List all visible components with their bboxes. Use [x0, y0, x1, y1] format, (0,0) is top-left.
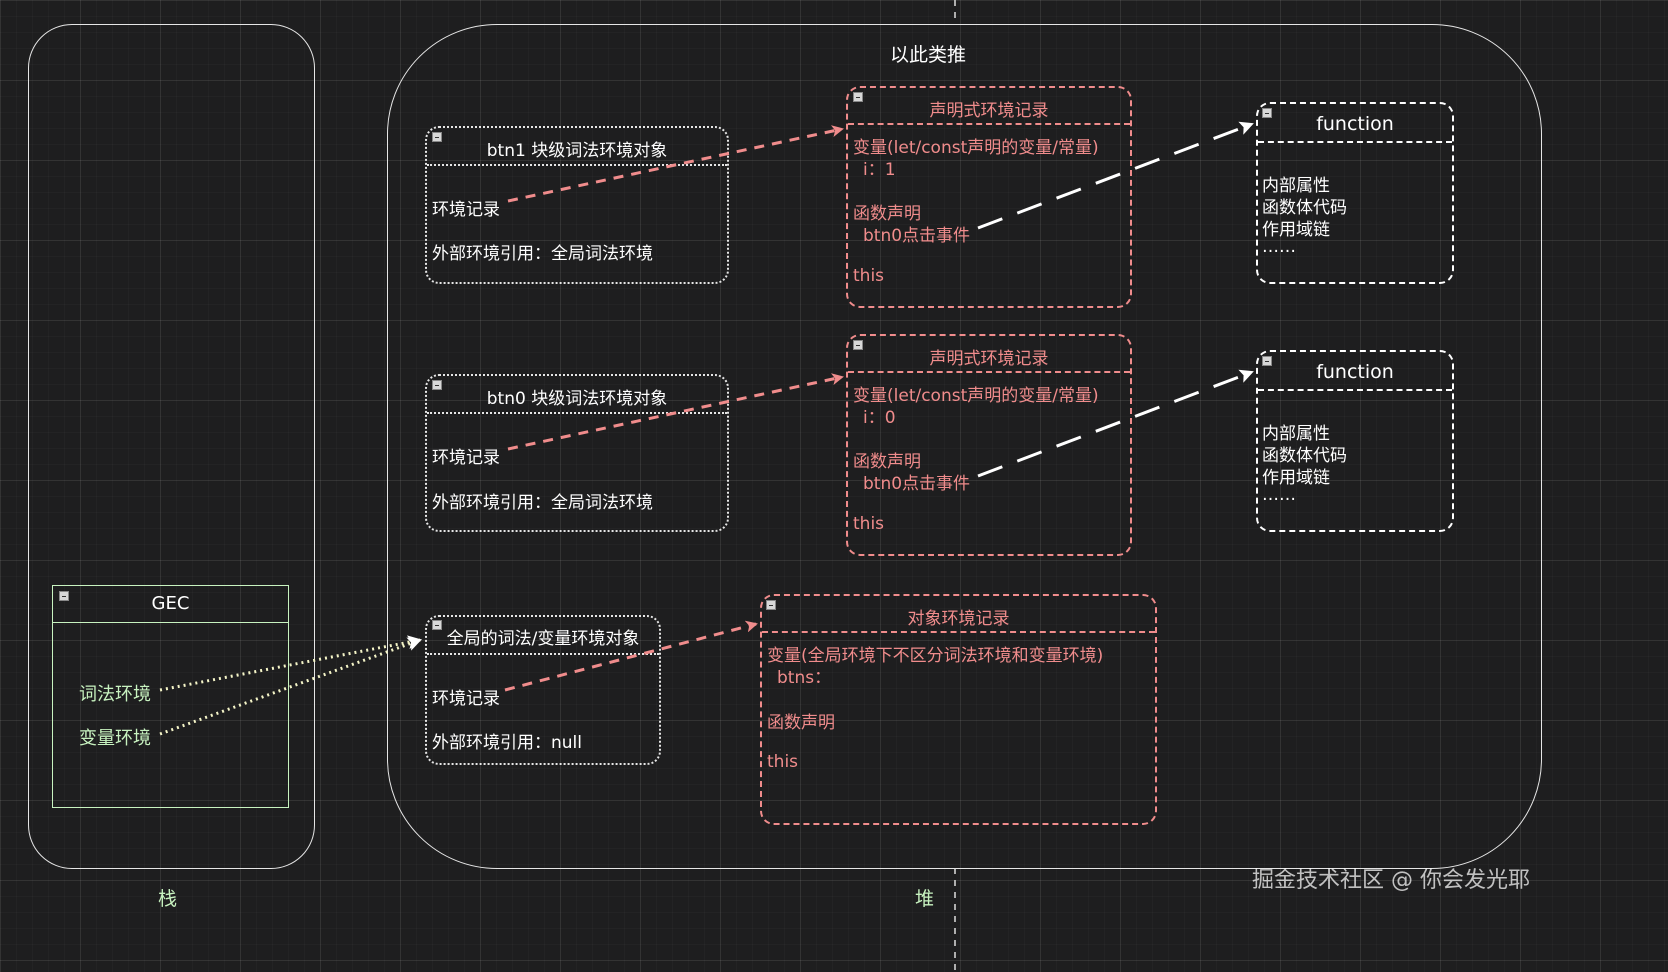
- btn0-env-title: btn0 块级词法环境对象: [486, 389, 668, 409]
- btn1-env-record: 环境记录: [432, 200, 500, 220]
- function-1-ellipsis: ……: [1262, 237, 1296, 257]
- arrow-btn0-record-to-decl: [507, 373, 844, 451]
- function-1-title: function: [1316, 113, 1394, 135]
- collapse-icon[interactable]: [59, 591, 69, 601]
- function-0-ellipsis: ……: [1262, 485, 1296, 505]
- object-record-btns: btns：: [777, 668, 832, 688]
- decl-record-0-functions: 函数声明: [853, 452, 921, 472]
- collapse-icon[interactable]: [432, 380, 442, 390]
- decl-record-0-title: 声明式环境记录: [929, 349, 1049, 369]
- collapse-icon[interactable]: [766, 600, 776, 610]
- object-record-title: 对象环境记录: [907, 609, 1010, 629]
- function-1-scope-chain: 作用域链: [1262, 220, 1330, 240]
- gec-box: GEC 词法环境 变量环境: [52, 585, 289, 808]
- decl-record-0-this: this: [853, 514, 885, 534]
- object-record-functions: 函数声明: [767, 713, 835, 733]
- gec-lexical-env: 词法环境: [79, 684, 151, 705]
- global-env-title: 全局的词法/变量环境对象: [446, 629, 640, 649]
- heap-label: 堆: [915, 888, 935, 910]
- watermark: 掘金技术社区 @ 你会发光耶: [1252, 868, 1530, 893]
- gec-title: GEC: [151, 593, 190, 614]
- declarative-env-record-1: 声明式环境记录 变量(let/const声明的变量/常量) i：1 函数声明 b…: [846, 86, 1132, 308]
- object-record-this: this: [767, 752, 799, 772]
- decl-record-1-this: this: [853, 266, 885, 286]
- btn0-env-object: btn0 块级词法环境对象 环境记录 外部环境引用：全局词法环境: [425, 374, 729, 532]
- btn1-env-object: btn1 块级词法环境对象 环境记录 外部环境引用：全局词法环境: [425, 126, 729, 284]
- stack-container: [28, 24, 315, 869]
- btn1-env-title: btn1 块级词法环境对象: [486, 141, 668, 161]
- decl-record-0-variables: 变量(let/const声明的变量/常量): [853, 386, 1099, 406]
- function-1-internal-props: 内部属性: [1262, 176, 1330, 196]
- decl-record-1-variables: 变量(let/const声明的变量/常量): [853, 138, 1099, 158]
- arrow-decl1-to-function: [977, 121, 1254, 230]
- heap-title: 以此类推: [890, 44, 967, 66]
- collapse-icon[interactable]: [853, 340, 863, 350]
- function-object-1: function 内部属性 函数体代码 作用域链 ……: [1256, 102, 1454, 284]
- collapse-icon[interactable]: [1262, 108, 1272, 118]
- decl-record-0-i: i：0: [863, 408, 896, 428]
- decl-record-1-click-handler: btn0点击事件: [863, 226, 971, 246]
- object-record-variables: 变量(全局环境下不区分词法环境和变量环境): [767, 646, 1104, 666]
- arrow-decl0-to-function: [977, 369, 1254, 478]
- arrow-lexical-to-global: [159, 635, 422, 692]
- collapse-icon[interactable]: [432, 132, 442, 142]
- gec-variable-env: 变量环境: [79, 728, 151, 749]
- function-0-title: function: [1316, 361, 1394, 383]
- function-0-scope-chain: 作用域链: [1262, 468, 1330, 488]
- btn0-env-record: 环境记录: [432, 448, 500, 468]
- arrow-btn1-record-to-decl: [507, 125, 844, 203]
- function-0-body-code: 函数体代码: [1262, 446, 1347, 466]
- decl-record-1-i: i：1: [863, 160, 896, 180]
- global-env-object: 全局的词法/变量环境对象 环境记录 外部环境引用：null: [425, 615, 661, 765]
- function-0-internal-props: 内部属性: [1262, 424, 1330, 444]
- object-env-record: 对象环境记录 变量(全局环境下不区分词法环境和变量环境) btns： 函数声明 …: [760, 594, 1157, 825]
- collapse-icon[interactable]: [432, 620, 442, 630]
- btn0-env-outer: 外部环境引用：全局词法环境: [432, 493, 653, 513]
- decl-record-0-click-handler: btn0点击事件: [863, 474, 971, 494]
- arrow-variable-to-global: [159, 637, 422, 736]
- heap-container: [387, 24, 1542, 869]
- function-object-0: function 内部属性 函数体代码 作用域链 ……: [1256, 350, 1454, 532]
- decl-record-1-functions: 函数声明: [853, 204, 921, 224]
- btn1-env-outer: 外部环境引用：全局词法环境: [432, 244, 653, 264]
- collapse-icon[interactable]: [1262, 356, 1272, 366]
- global-env-outer: 外部环境引用：null: [432, 733, 582, 753]
- stack-label: 栈: [158, 888, 178, 910]
- decl-record-1-title: 声明式环境记录: [929, 101, 1049, 121]
- declarative-env-record-0: 声明式环境记录 变量(let/const声明的变量/常量) i：0 函数声明 b…: [846, 334, 1132, 556]
- global-env-record: 环境记录: [432, 689, 500, 709]
- collapse-icon[interactable]: [853, 92, 863, 102]
- function-1-body-code: 函数体代码: [1262, 198, 1347, 218]
- arrow-global-record-to-object: [504, 620, 758, 692]
